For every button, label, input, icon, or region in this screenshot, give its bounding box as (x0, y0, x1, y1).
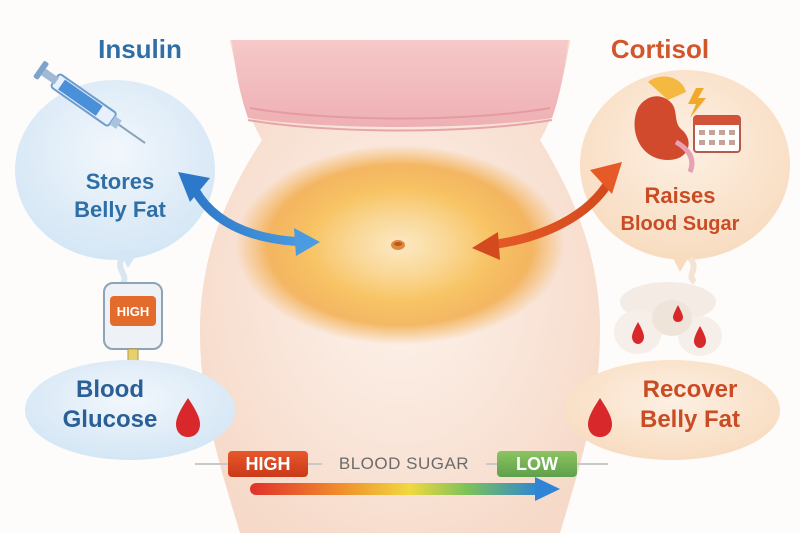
lightning-icon (688, 88, 706, 118)
sugar-cubes-icon (614, 256, 722, 356)
scale-high-badge: HIGH (228, 451, 308, 477)
recover-bubble (564, 360, 780, 460)
insulin-arrow (178, 172, 320, 256)
blood-glucose-label: Blood Glucose (40, 375, 180, 435)
glucose-meter-icon (103, 256, 163, 364)
torso-illustration (200, 40, 600, 533)
insulin-line-1: Stores (85, 169, 155, 194)
syringe-icon (33, 61, 146, 144)
recover-line-1: Recover (642, 376, 738, 403)
insulin-line-2: Belly Fat (74, 197, 166, 222)
scale-center-label: BLOOD SUGAR (338, 454, 470, 473)
blood-drop-icon (176, 398, 200, 437)
insulin-description: Stores Belly Fat (40, 168, 200, 224)
recover-belly-fat-label: Recover Belly Fat (610, 375, 770, 435)
calendar-icon (693, 115, 741, 153)
cortisol-arrow (472, 162, 622, 260)
blood-drop-icon-right (588, 398, 612, 437)
recover-line-2: Belly Fat (639, 406, 741, 433)
cortisol-line-1: Raises (644, 183, 716, 208)
kidney-adrenal-icon (634, 76, 695, 173)
scale-low-badge: LOW (497, 451, 577, 477)
navel-icon (391, 240, 405, 250)
glucose-meter-reading: HIGH (116, 304, 150, 319)
insulin-bubble (15, 80, 215, 268)
glucose-line-1: Blood (76, 376, 144, 403)
blood-sugar-scale (195, 463, 608, 501)
cortisol-title: Cortisol (610, 34, 710, 64)
cortisol-line-2: Blood Sugar (620, 213, 740, 235)
cortisol-description: Raises Blood Sugar (590, 182, 770, 238)
glucose-line-2: Glucose (62, 406, 158, 433)
insulin-title: Insulin (98, 34, 182, 64)
